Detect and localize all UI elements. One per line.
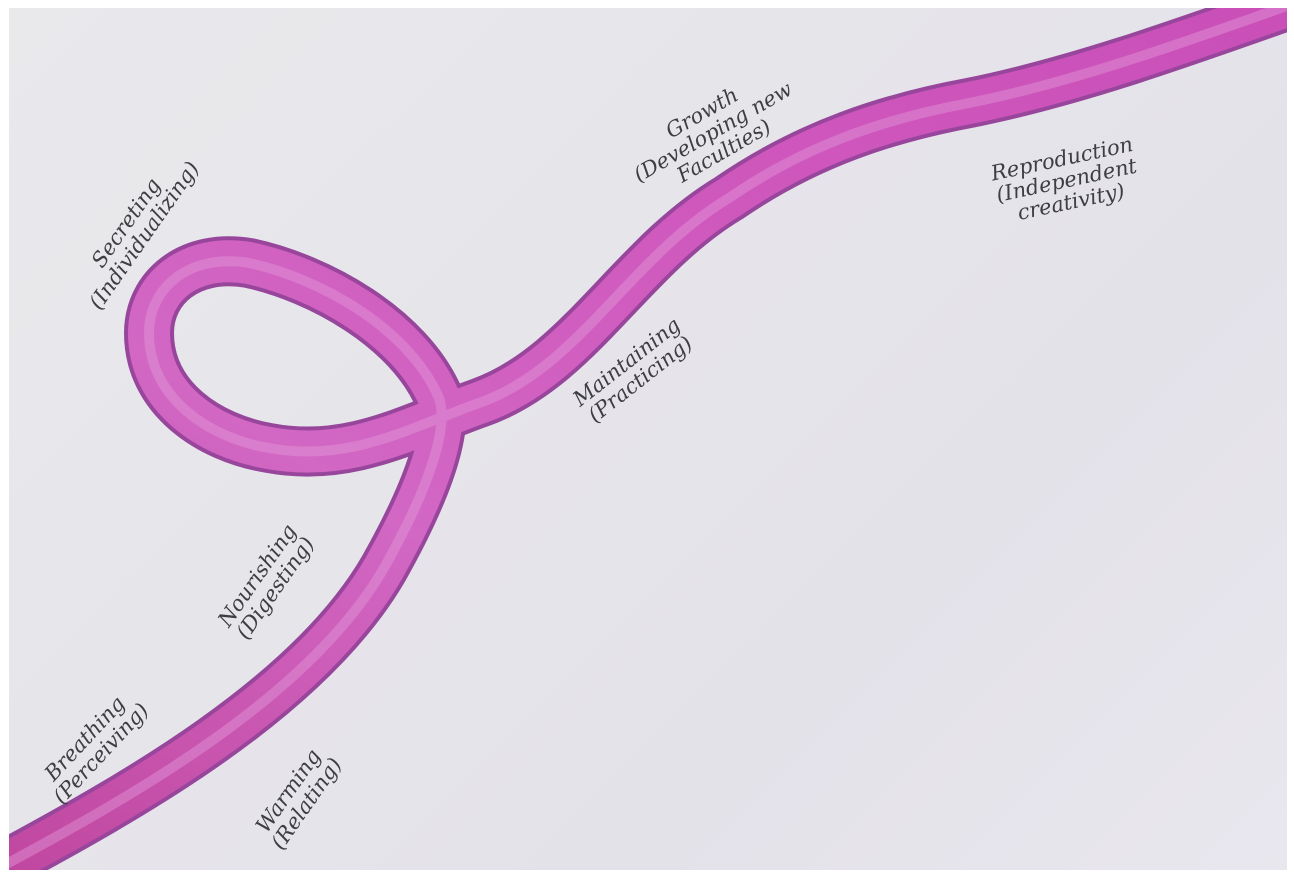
watercolor-paper: Breathing (Perceiving) Warming (Relating…	[9, 8, 1287, 870]
